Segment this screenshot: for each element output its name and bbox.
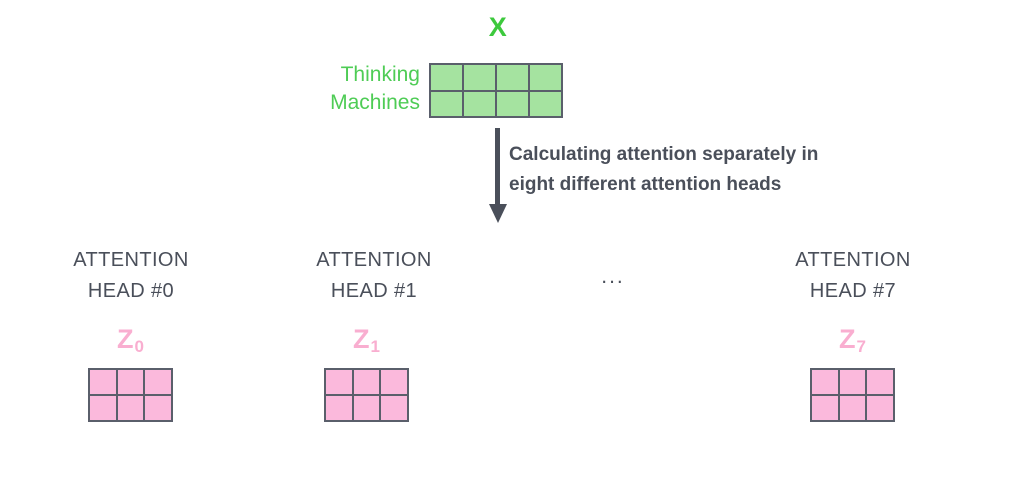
z-label-base: Z: [117, 324, 134, 354]
input-matrix-x: [429, 63, 563, 118]
attention-head-0-title: ATTENTION HEAD #0: [16, 245, 246, 307]
z-label-subscript: 0: [134, 337, 144, 356]
matrix-cell: [431, 91, 462, 116]
matrix-cell: [497, 91, 528, 116]
input-row-label-1: Machines: [330, 91, 420, 114]
z-label-base: Z: [353, 324, 370, 354]
attention-head-7-title-line-0: ATTENTION: [795, 249, 911, 271]
down-arrow-icon: [482, 128, 514, 228]
matrix-cell: [145, 370, 171, 394]
matrix-cell: [353, 396, 380, 420]
matrix-cell: [497, 65, 528, 90]
matrix-cell: [90, 370, 116, 394]
matrix-cell: [326, 370, 352, 394]
matrix-cell: [381, 370, 407, 394]
matrix-cell: [839, 370, 866, 394]
input-row-label-0: Thinking: [340, 63, 420, 86]
attention-head-0-title-line-1: HEAD #0: [87, 280, 175, 302]
matrix-cell: [812, 396, 838, 420]
matrix-cell: [145, 396, 171, 420]
attention-head-1-title-line-0: ATTENTION: [316, 249, 432, 271]
matrix-cell: [381, 396, 407, 420]
z-label-base: Z: [839, 324, 856, 354]
attention-head-7-matrix: [810, 368, 895, 422]
attention-head-0-z-label: Z0: [70, 322, 190, 360]
attention-head-1-matrix: [324, 368, 409, 422]
attention-head-1-title-line-1: HEAD #1: [330, 280, 418, 302]
z-label-subscript: 1: [370, 337, 380, 356]
matrix-cell: [530, 91, 561, 116]
matrix-cell: [117, 396, 144, 420]
attention-head-7-title: ATTENTION HEAD #7: [738, 245, 968, 307]
matrix-cell: [431, 65, 462, 90]
matrix-cell: [326, 396, 352, 420]
heads-ellipsis: ...: [601, 265, 625, 288]
matrix-cell: [117, 370, 144, 394]
attention-head-0-title-line-0: ATTENTION: [73, 249, 189, 271]
matrix-cell: [839, 396, 866, 420]
matrix-cell: [464, 91, 495, 116]
attention-head-1-z-label: Z1: [306, 322, 426, 360]
z-label-subscript: 7: [856, 337, 866, 356]
attention-head-7-z-label: Z7: [792, 322, 912, 360]
matrix-cell: [530, 65, 561, 90]
attention-head-0-matrix: [88, 368, 173, 422]
matrix-cell: [90, 396, 116, 420]
arrow-head: [489, 204, 507, 223]
arrow-caption: Calculating attention separately in eigh…: [509, 140, 929, 200]
arrow-shaft: [495, 128, 500, 206]
matrix-cell: [353, 370, 380, 394]
attention-head-7-title-line-1: HEAD #7: [809, 280, 897, 302]
matrix-cell: [867, 370, 893, 394]
input-row-labels: Thinking Machines: [240, 61, 420, 117]
matrix-cell: [812, 370, 838, 394]
input-matrix-title: X: [488, 12, 508, 42]
matrix-cell: [867, 396, 893, 420]
matrix-cell: [464, 65, 495, 90]
arrow-caption-line-0: Calculating attention separately in: [509, 144, 819, 165]
attention-head-1-title: ATTENTION HEAD #1: [259, 245, 489, 307]
arrow-caption-line-1: eight different attention heads: [509, 174, 782, 195]
